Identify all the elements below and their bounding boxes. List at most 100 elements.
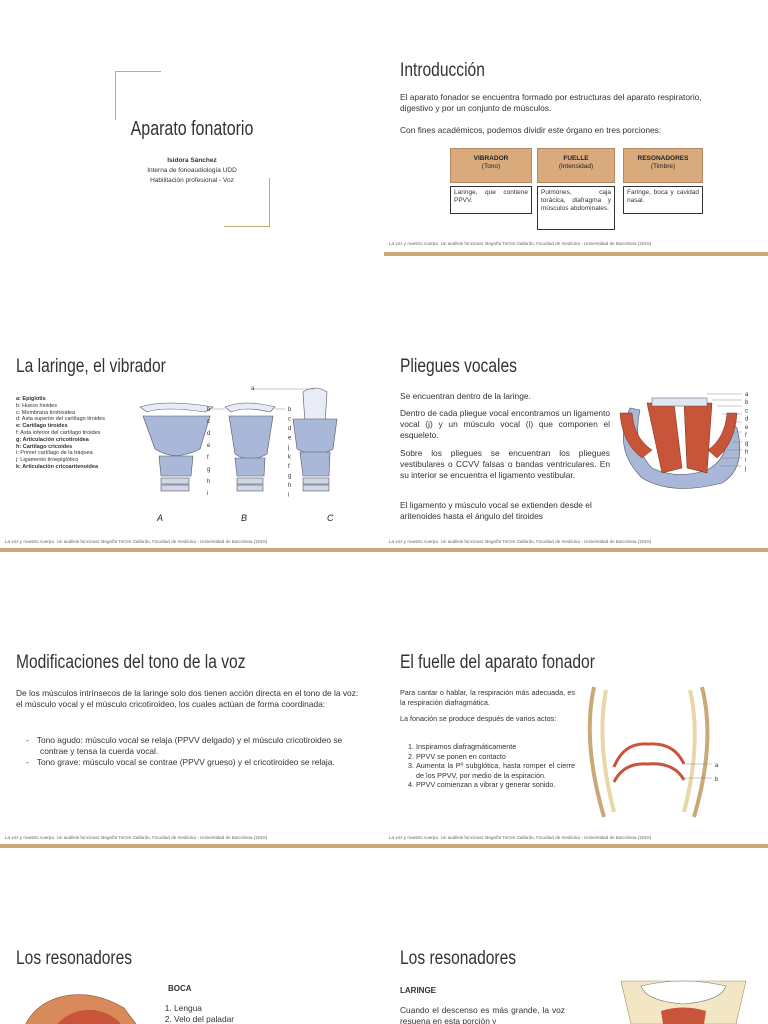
footer-citation: La voz y nuestro cuerpo. Un análisis fun… — [5, 539, 268, 544]
figure-letter: g — [288, 474, 291, 480]
resonadores-label: RESONADORES — [637, 155, 689, 162]
fuelle-paragraph-2: La fonación se produce después de varios… — [400, 714, 557, 723]
fuelle-step-1: Inspiramos diafragmáticamente — [416, 742, 575, 752]
legend-item: b: Hueso hioides — [16, 402, 57, 409]
boca-list: Lengua Velo del paladar — [158, 1003, 358, 1024]
figure-letter: h — [745, 449, 748, 455]
slide-title: Pliegues vocales — [400, 356, 517, 377]
author-role: Interna de fonoaudiología UDD — [147, 167, 237, 174]
figure-letter: f — [207, 455, 209, 461]
pliegues-paragraph-1: Se encuentran dentro de la laringe. — [400, 391, 531, 401]
fuelle-step-2: PPVV se ponen en contacto — [416, 752, 575, 762]
table-head-vibrador: VIBRADOR(Tono) — [450, 148, 532, 183]
presentation-title: Aparato fonatorio — [130, 118, 254, 140]
slide-title: El fuelle del aparato fonador — [400, 652, 595, 673]
legend-item: c: Membrana tirohioidea — [16, 409, 76, 416]
pliegues-paragraph-3: Sobre los pliegues se encuentran los pli… — [400, 448, 610, 480]
figure-letter: b — [745, 400, 749, 406]
figure-letter: i — [745, 458, 746, 464]
slide-title: La laringe, el vibrador — [16, 356, 166, 377]
figure-letter: f — [745, 433, 747, 439]
slide-bottom-bar — [0, 548, 384, 552]
figure-letter: k — [288, 455, 292, 461]
tono-paragraph: De los músculos intrínsecos de la laring… — [16, 688, 359, 709]
figure-letter: e — [207, 443, 211, 449]
slide-bottom-bar — [384, 844, 768, 848]
laringe-resonador-paragraph: Cuando el descenso es más grande, la voz… — [400, 1005, 565, 1024]
pliegues-paragraph-2: Dentro de cada pliegue vocal encontramos… — [400, 408, 610, 440]
table-cell-resonadores: Faringe, boca y cavidad nasal. — [623, 186, 703, 214]
slide-title: Los resonadores — [400, 948, 517, 969]
legend-item: h: Cartílago cricoides — [16, 443, 73, 450]
diafragma-illustration: a b — [587, 686, 719, 818]
slide-resonadores-laringe: Los resonadores LARINGE Cuando el descen… — [384, 848, 768, 1024]
figure-letter: g — [745, 441, 748, 447]
figure-letter: c — [745, 408, 748, 414]
figure-letter: e — [288, 436, 292, 442]
fuelle-paragraph-1: Para cantar o hablar, la respiración más… — [400, 688, 575, 707]
figure-letter: i — [288, 493, 289, 499]
fuelle-step-4: PPVV comienzan a vibrar y generar sonido… — [416, 780, 575, 790]
figure-letter: a — [745, 392, 749, 398]
footer-citation: La voz y nuestro cuerpo. Un análisis fun… — [5, 835, 268, 840]
boca-item-velo: Velo del paladar — [174, 1014, 358, 1024]
slide-title: Aparato fonatorio Isidora Sánchez Intern… — [0, 0, 384, 256]
fuelle-step-3: Aumenta la Pº subglótica, hasta romper e… — [416, 761, 575, 780]
boca-illustration — [25, 994, 137, 1024]
laringe-resonador-illustration — [620, 980, 747, 1024]
footer-citation: La voz y nuestro cuerpo. Un análisis fun… — [389, 835, 652, 840]
slide-bottom-bar — [384, 548, 768, 552]
fuelle-sub: (Intensidad) — [558, 163, 594, 170]
slide-title: Modificaciones del tono de la voz — [16, 652, 246, 673]
table-cell-fuelle: Pulmones, caja torácica, diafragma y mús… — [537, 186, 615, 230]
figure-letter: e — [745, 425, 749, 431]
intro-paragraph-2: Con fines académicos, podemos dividir es… — [400, 125, 662, 135]
author-name: Isidora Sánchez — [167, 157, 217, 164]
legend-item: k: Articulación cricoaritenoidea — [16, 463, 99, 470]
legend-item: d: Asta superior del cartílago tiroides — [16, 416, 105, 423]
figure-letter-a: a — [251, 386, 255, 392]
slide-bottom-bar — [384, 252, 768, 256]
figure-caption-b: B — [241, 513, 247, 523]
slide-introduccion: Introducción El aparato fonador se encue… — [384, 0, 768, 256]
slide-resonadores-boca: Los resonadores BOCA Lengua Velo del pal… — [0, 848, 384, 1024]
corner-frame-top — [115, 71, 161, 120]
legend-item: f: Asta inferior del cartílago tiroides — [16, 429, 101, 436]
resonadores-sub: (Timbre) — [650, 163, 676, 170]
figure-letter: h — [288, 483, 291, 489]
fuelle-steps: Inspiramos diafragmáticamente PPVV se po… — [400, 742, 575, 790]
vibrador-sub: (Tono) — [481, 163, 501, 170]
footer-citation: La voz y nuestro cuerpo. Un análisis fun… — [389, 539, 652, 544]
diafragma-label-b: b — [715, 777, 719, 783]
slide-title: Los resonadores — [16, 948, 133, 969]
slide-title: Introducción — [400, 60, 485, 81]
boca-item-lengua: Lengua — [174, 1003, 358, 1014]
pliegues-paragraph-4: El ligamento y músculo vocal se extiende… — [400, 500, 592, 521]
figure-letter: g — [207, 467, 210, 473]
tono-item-grave: Tono grave: músculo vocal se contrae (PP… — [37, 757, 356, 768]
figure-letter: h — [207, 479, 210, 485]
vibrador-label: VIBRADOR — [473, 155, 509, 162]
legend-item: g: Articulación cricotiroidea — [16, 436, 89, 443]
figure-letter: d — [745, 417, 748, 423]
figure-letter: i — [207, 491, 208, 497]
figure-letter: j — [287, 445, 289, 451]
author-course: Habilitación profesional - Voz — [150, 177, 234, 184]
figure-letter: j — [744, 466, 746, 472]
tono-list: Tono agudo: músculo vocal se relaja (PPV… — [16, 735, 356, 768]
intro-paragraph-1: El aparato fonador se encuentra formado … — [400, 92, 702, 113]
slide-pliegues-vocales: Pliegues vocales Se encuentran dentro de… — [384, 256, 768, 552]
figure-caption-c: C — [327, 513, 334, 523]
figure-letter: c — [207, 419, 210, 425]
figure-letter: d — [288, 426, 291, 432]
figure-letter: c — [288, 417, 291, 423]
figure-caption-a: A — [156, 513, 163, 523]
legend-item: e: Cartílago tiroides — [16, 423, 68, 430]
legend-item: i: Primer cartílago de la tráquea — [16, 450, 93, 457]
laringe-heading: LARINGE — [400, 986, 436, 995]
